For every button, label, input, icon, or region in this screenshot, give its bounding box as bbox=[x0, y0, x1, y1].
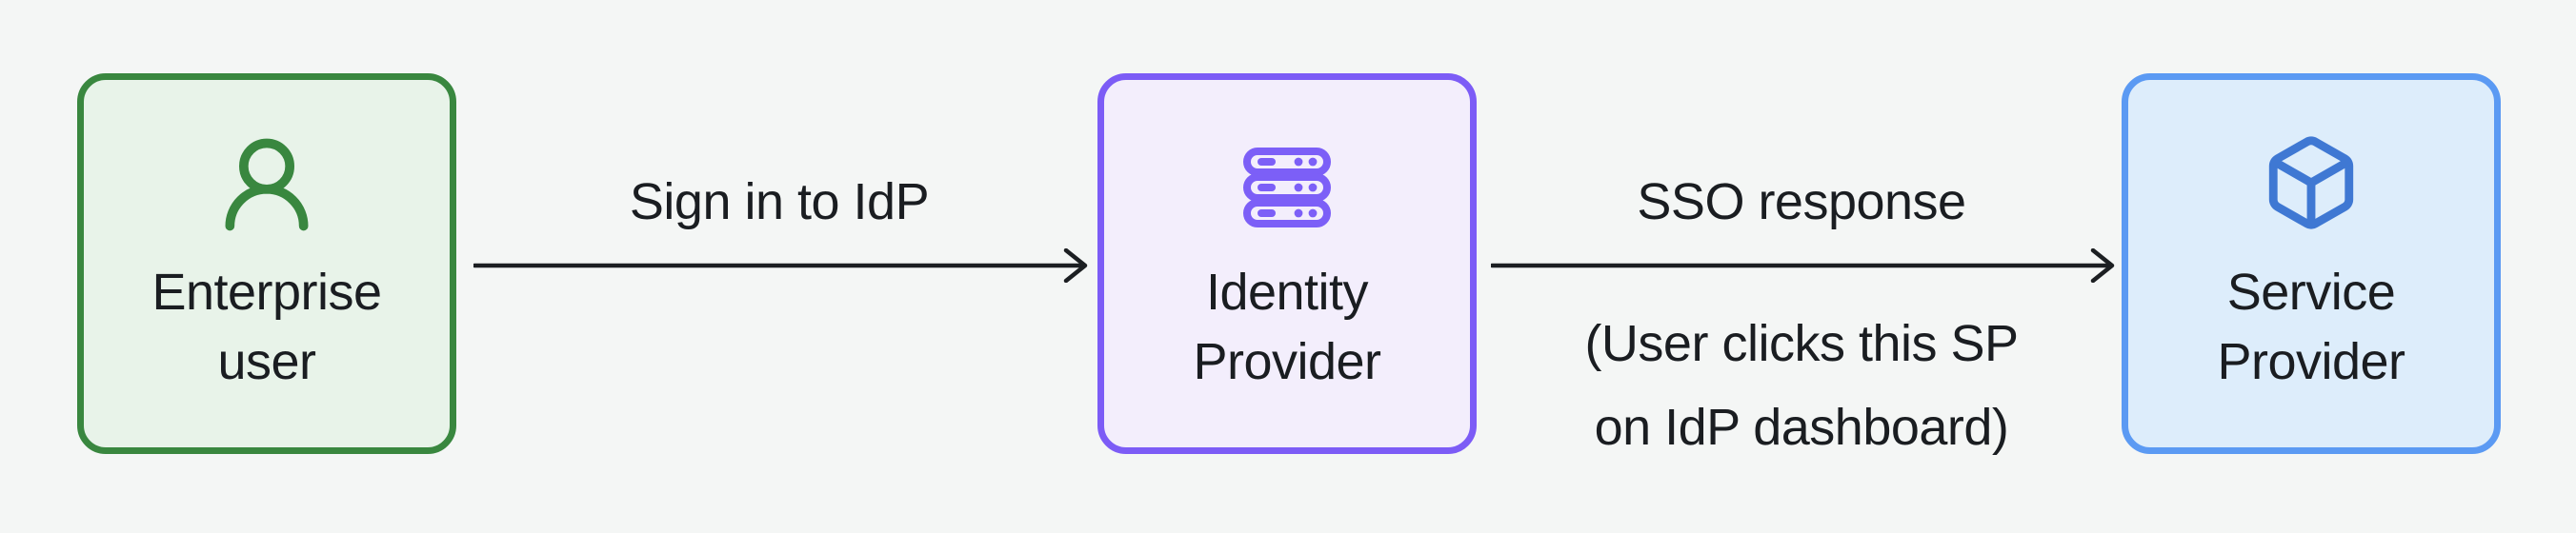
edge-note-line: (User clicks this SP bbox=[1584, 315, 2019, 372]
user-icon bbox=[225, 138, 309, 231]
node-title-line: Identity bbox=[1205, 264, 1369, 321]
edge-label-sso-response: SSO response bbox=[1637, 173, 1966, 230]
node-title-line: user bbox=[217, 333, 316, 390]
server-icon bbox=[1243, 148, 1331, 227]
cube-icon bbox=[2268, 136, 2354, 229]
edge-label-sign-in: Sign in to IdP bbox=[629, 173, 930, 230]
node-title: Identity Provider bbox=[1104, 258, 1470, 397]
node-title-line: Service bbox=[2226, 264, 2396, 321]
node-title-line: Provider bbox=[2217, 333, 2405, 390]
arrow-right-icon bbox=[473, 248, 1088, 283]
arrow-right-icon bbox=[1491, 248, 2115, 283]
node-enterprise-user: Enterprise user bbox=[77, 73, 456, 454]
edge-note-line: on IdP dashboard) bbox=[1594, 399, 2009, 456]
node-title-line: Provider bbox=[1193, 333, 1381, 390]
edge-note: (User clicks this SP on IdP dashboard) bbox=[1491, 302, 2112, 469]
node-title: Service Provider bbox=[2128, 258, 2494, 397]
node-title-line: Enterprise bbox=[151, 264, 382, 321]
node-title: Enterprise user bbox=[84, 258, 450, 397]
node-identity-provider: Identity Provider bbox=[1097, 73, 1477, 454]
node-service-provider: Service Provider bbox=[2122, 73, 2501, 454]
